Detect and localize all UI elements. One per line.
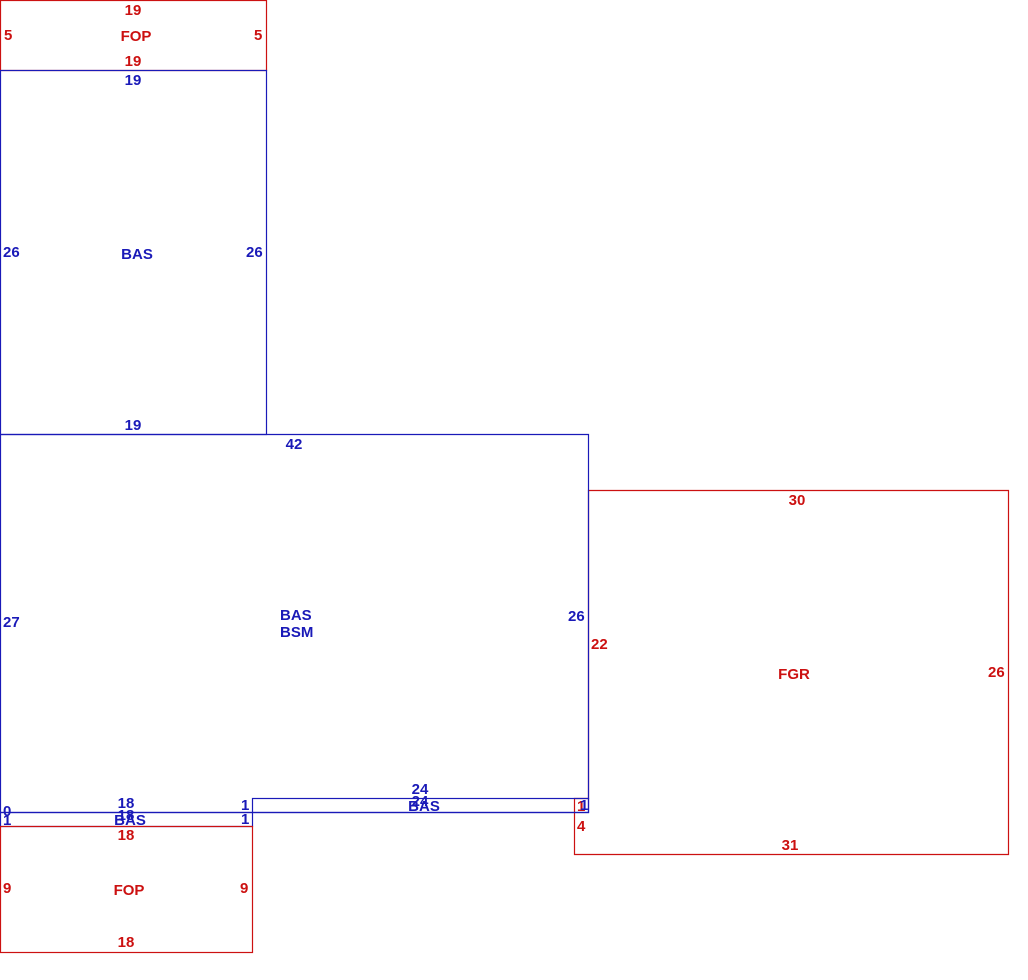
fgr-lower-left-dim: 4 — [577, 818, 586, 835]
bas-strip-left-label: BAS — [114, 812, 146, 829]
bas-main-corner-dim: 0 — [3, 803, 11, 820]
bas-main-label: BAS — [280, 607, 312, 624]
bas-upper-bottom-dim: 19 — [125, 417, 142, 434]
fop-bottom-label: FOP — [114, 882, 145, 899]
bas-upper-left-dim: 26 — [3, 244, 20, 261]
bas-strip-right-outline — [251, 797, 590, 814]
bsm-main-label: BSM — [280, 624, 313, 641]
fop-bottom-outline — [0, 825, 254, 954]
bas-strip-right-area: 24 24 BAS 1 — [241, 781, 590, 815]
bas-main-right-dim: 26 — [568, 608, 585, 625]
bas-strip-right-left-dim: 1 — [241, 797, 249, 814]
fop-bottom-top-dim: 18 — [118, 827, 135, 844]
bas-strip-left-overlap-dim: 18 — [118, 807, 135, 824]
bas-strip-left-right-dim: 1 — [241, 811, 249, 828]
fgr-area: 30 FGR 22 26 1 4 31 — [573, 489, 1010, 856]
fop-bottom-left-dim: 9 — [3, 880, 11, 897]
fop-top-bottom-dim: 19 — [125, 53, 142, 70]
bas-upper-right-dim: 26 — [246, 244, 263, 261]
bas-upper-top-dim: 19 — [125, 72, 142, 89]
bas-main-left-dim: 27 — [3, 614, 20, 631]
bas-upper-label: BAS — [121, 246, 153, 263]
fgr-bottom-dim: 31 — [782, 837, 799, 854]
fop-top-left-dim: 5 — [4, 27, 12, 44]
bas-strip-right-overlap-dim: 24 — [412, 793, 429, 810]
bas-strip-left-top-dim: 18 — [118, 795, 135, 812]
fop-top-label: FOP — [121, 28, 152, 45]
fop-top-area: 19 FOP 5 5 19 — [0, 0, 268, 72]
fop-top-right-dim: 5 — [254, 27, 262, 44]
bas-strip-right-top-dim: 24 — [412, 781, 429, 798]
bas-main-top-dim: 42 — [286, 436, 303, 453]
fop-bottom-right-dim: 9 — [240, 880, 248, 897]
bas-strip-left-left-dim: 1 — [3, 812, 11, 829]
bas-strip-left-area: 18 18 BAS 1 1 — [0, 795, 254, 829]
bas-main-area: 42 BAS BSM 27 26 0 — [0, 433, 590, 820]
bas-strip-right-label: BAS — [408, 798, 440, 815]
fop-bottom-area: 18 FOP 9 9 18 — [0, 825, 254, 954]
fgr-top-dim: 30 — [789, 492, 806, 509]
fgr-right-dim: 26 — [988, 664, 1005, 681]
fgr-notch-dim: 1 — [577, 798, 585, 815]
fgr-label: FGR — [778, 666, 810, 683]
bas-main-seg-right-dim: 1 — [580, 797, 588, 814]
fop-bottom-bottom-dim: 18 — [118, 934, 135, 951]
bas-upper-area: 19 BAS 26 26 19 — [0, 69, 268, 436]
fop-top-top-dim: 19 — [125, 2, 142, 19]
fgr-left-dim: 22 — [591, 636, 608, 653]
